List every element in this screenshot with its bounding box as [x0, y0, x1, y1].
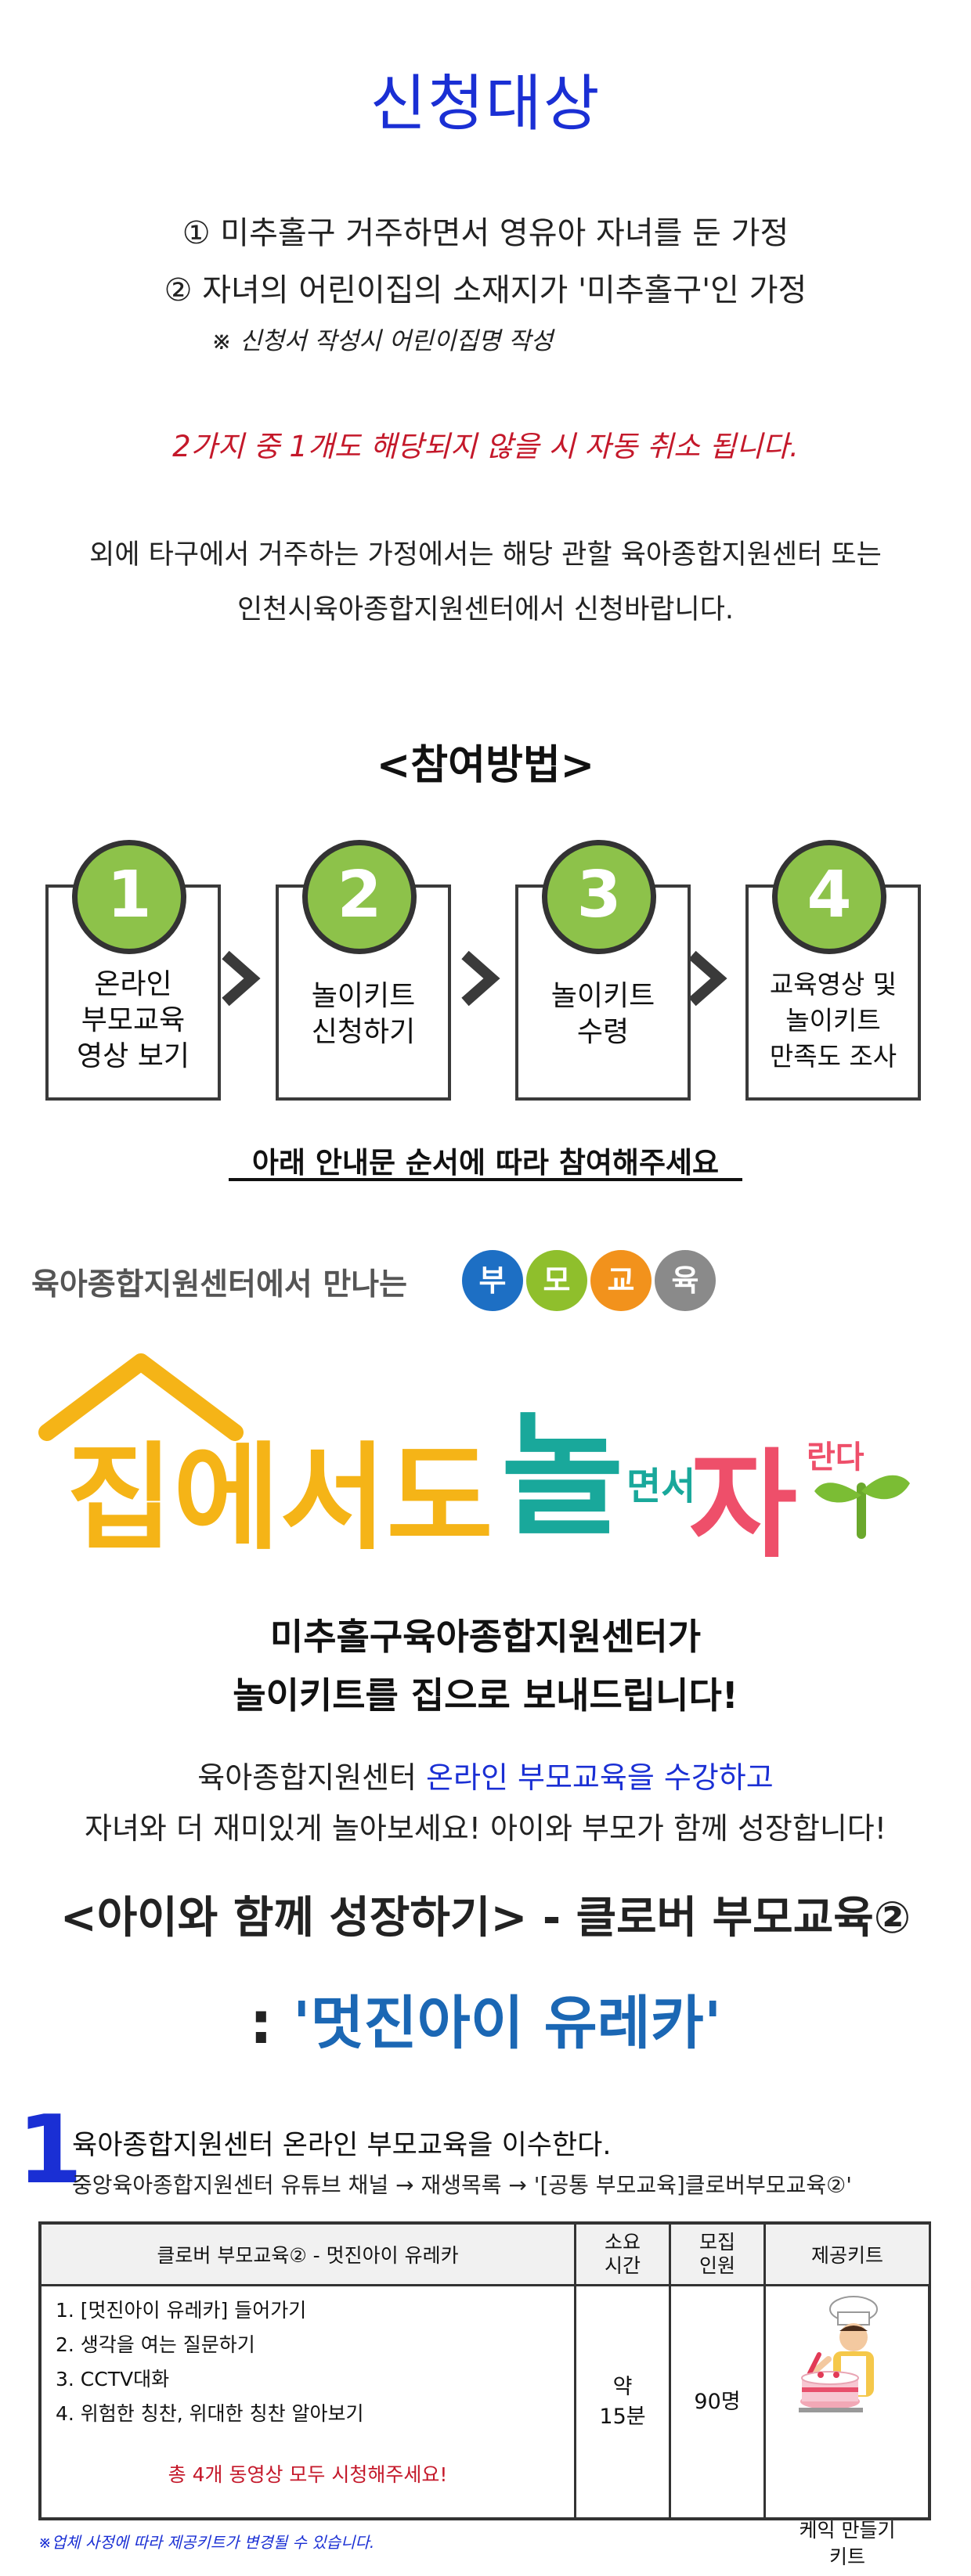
table-divider [574, 2225, 576, 2517]
step-number-4: 4 [772, 840, 886, 954]
order-note-underline [229, 1178, 742, 1181]
main-title-graphic: 집에서도 놀 면서 자 란다 [38, 1353, 910, 1574]
house-roof-icon [38, 1353, 244, 1441]
table-header-kit: 제공키트 [766, 2225, 929, 2286]
sprout-icon [814, 1475, 910, 1539]
send-kit-line-1: 미추홀구육아종합지원센터가 [269, 1616, 702, 1658]
edu-line-1-a: 육아종합지원센터 [197, 1760, 427, 1795]
title-part-play: 놀 [501, 1400, 623, 1555]
kit-name: 케익 만들기 키트 [799, 2519, 896, 2568]
table-divider [669, 2225, 671, 2517]
table-header-people: 모집 인원 [671, 2225, 763, 2286]
table-divider [763, 2225, 766, 2517]
step-label-2: 놀이키트 신청하기 [311, 980, 416, 1048]
chevron-right-icon [688, 950, 727, 1007]
step-box-4 [745, 884, 921, 1101]
step-label-1: 온라인 부모교육 영상 보기 [77, 968, 190, 1072]
title-part-while: 면서 [626, 1465, 695, 1508]
other-district-info-1: 외에 타구에서 거주하는 가정에서는 해당 관할 육아종합지원센터 또는 [89, 539, 882, 571]
kit-change-footnote: ※업체 사정에 따라 제공키트가 변경될 수 있습니다. [38, 2533, 375, 2552]
order-note: 아래 안내문 순서에 따라 참여해주세요 [251, 1146, 720, 1180]
video-item-4: 4. 위험한 칭찬, 위대한 칭찬 알아보기 [56, 2402, 364, 2425]
step1-number: 1 [17, 2096, 83, 2205]
video-list: 1. [멋진아이 유레카] 들어가기 2. 생각을 여는 질문하기 3. CCT… [56, 2293, 364, 2431]
badge-yuk: 육 [655, 1250, 716, 1311]
chef-cake-icon [799, 2296, 878, 2412]
program-table: 클로버 부모교육② - 멋진아이 유레카 소요 시간 모집 인원 제공키트 1.… [38, 2221, 931, 2568]
kit-cell: 케익 만들기 키트 [766, 2284, 929, 2568]
send-kit-line-2: 놀이키트를 집으로 보내드립니다! [233, 1674, 738, 1717]
application-note: ※ 신청서 작성시 어린이집명 작성 [211, 327, 554, 355]
step-number-1: 1 [72, 840, 186, 954]
title-part-up: 란다 [807, 1439, 865, 1475]
clover-program-title: <아이와 함께 성장하기> - 클로버 부모교육② [60, 1893, 911, 1944]
title-part-grow: 자 [689, 1438, 797, 1574]
condition-1: ① 미추홀구 거주하면서 영유아 자녀를 둔 가정 [182, 215, 789, 251]
cancel-warning: 2가지 중 1개도 해당되지 않을 시 자동 취소 됩니다. [172, 430, 799, 463]
clover-subtitle-text: '멋진아이 유레카' [292, 1990, 722, 2057]
clover-colon: : [249, 1990, 293, 2057]
chevron-right-icon [222, 950, 261, 1007]
title-part-home: 집에서도 [67, 1431, 493, 1565]
center-subtitle: 육아종합지원센터에서 만나는 [31, 1267, 408, 1302]
video-item-3: 3. CCTV대화 [56, 2368, 170, 2390]
table-header-time: 소요 시간 [576, 2225, 669, 2286]
edu-line-1-highlight: 온라인 부모교육을 수강하고 [426, 1760, 774, 1795]
watch-all-notice: 총 4개 동영상 모두 시청해주세요! [168, 2463, 448, 2486]
section-title: 신청대상 [370, 69, 601, 139]
capacity-cell: 90명 [694, 2390, 741, 2414]
step-label-3: 놀이키트 수령 [550, 980, 655, 1048]
badge-gyo: 교 [590, 1250, 652, 1311]
duration-cell: 약 15분 [599, 2375, 646, 2429]
step-label-4: 교육영상 및 놀이키트 만족도 조사 [769, 969, 897, 1072]
step-number-3: 3 [542, 840, 656, 954]
condition-2: ② 자녀의 어린이집의 소재지가 '미추홀구'인 가정 [164, 272, 807, 308]
badge-bu: 부 [462, 1250, 523, 1311]
method-title: <참여방법> [376, 742, 595, 789]
badge-mo: 모 [526, 1250, 587, 1311]
other-district-info-2: 인천시육아종합지원센터에서 신청바랍니다. [236, 594, 735, 625]
step1-heading: 육아종합지원센터 온라인 부모교육을 이수한다. [72, 2130, 612, 2161]
video-item-1: 1. [멋진아이 유레카] 들어가기 [56, 2299, 307, 2322]
step1-youtube-path: 중앙육아종합지원센터 유튜브 채널 → 재생목록 → '[공통 부모교육]클로버… [72, 2172, 852, 2198]
chevron-right-icon [461, 950, 500, 1007]
clover-program-subtitle: : '멋진아이 유레카' [0, 1976, 971, 2060]
edu-line-1: 육아종합지원센터 온라인 부모교육을 수강하고 [0, 1753, 971, 1796]
table-header-program: 클로버 부모교육② - 멋진아이 유레카 [42, 2225, 574, 2286]
edu-line-2: 자녀와 더 재미있게 놀아보세요! 아이와 부모가 함께 성장합니다! [85, 1811, 886, 1846]
video-item-2: 2. 생각을 여는 질문하기 [56, 2333, 255, 2356]
step-number-2: 2 [302, 840, 417, 954]
